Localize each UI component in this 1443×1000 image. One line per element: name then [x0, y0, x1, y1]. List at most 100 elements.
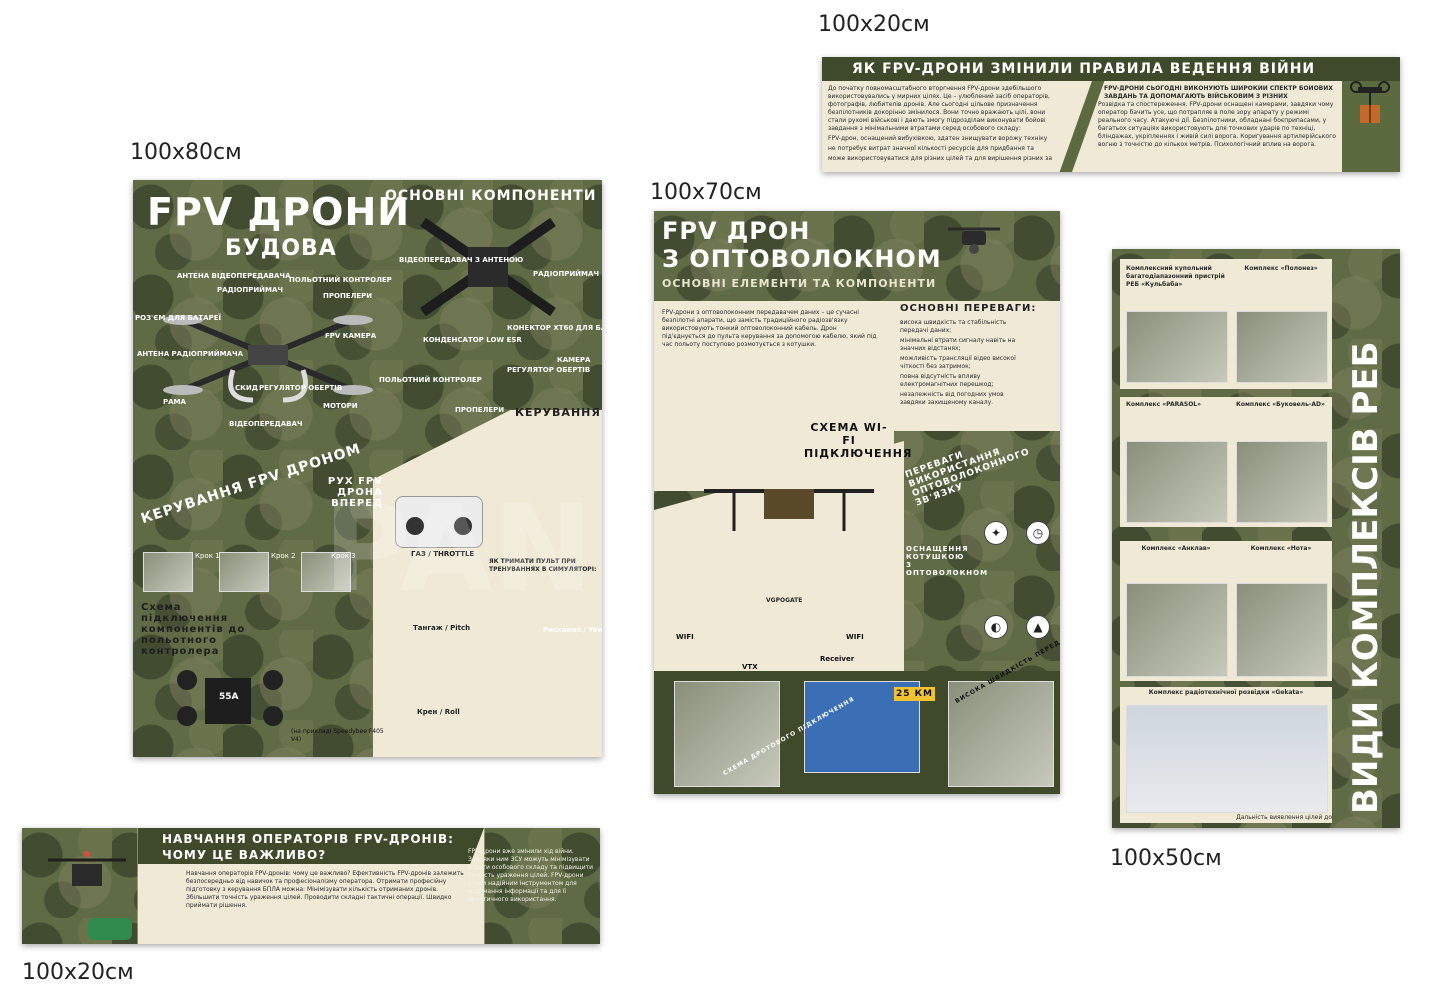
poster1-forward-header: РУХ FPV ДРОНА ВПЕРЕД: [327, 476, 383, 509]
vtx-box-label: VGPOGATE: [766, 597, 803, 604]
top-banner-title: ЯК FPV-ДРОНИ ЗМІНИЛИ ПРАВИЛА ВЕДЕННЯ ВІЙ…: [852, 61, 1316, 77]
fiber-drone-illustration: [694, 471, 884, 551]
step-2-label: Крок 2: [271, 552, 296, 560]
top-banner-point-3: може використовуватися для різних цілей …: [828, 155, 1052, 164]
wifi-label-1: WIFI: [676, 633, 694, 641]
bottom-banner-title-line2: ЧОМУ ЦЕ ВАЖЛИВО?: [162, 848, 327, 862]
reb-item-2: Комплекс «Полонез»: [1244, 265, 1318, 272]
wired-scheme-photo: [674, 681, 780, 787]
top-banner-point-1: FPV-дрон, оснащений вибухівкою, здатен з…: [828, 135, 1048, 144]
bottom-banner-title-line1: НАВЧАННЯ ОПЕРАТОРІВ FPV-ДРОНІВ:: [162, 832, 454, 846]
data-speed-photo: [948, 681, 1054, 787]
top-banner-left-text: До початку повномасштабного вторгнення F…: [828, 85, 1050, 132]
advantage-3: можливість трансляції відео високої чітк…: [900, 355, 1016, 370]
clock-icon: ◷: [1026, 521, 1050, 545]
reb-photo-4: [1236, 441, 1328, 523]
flight-controller-scheme: [173, 660, 293, 740]
bottom-banner-right-text: FPV-дрони вже змінили хід війни. Завдяки…: [468, 848, 594, 903]
poster2-diagonal-text: ПЕРЕВАГИ ВИКОРИСТАННЯ ОПТОВОЛОКОННОГО ЗВ…: [904, 447, 1032, 509]
reb-photo-2: [1236, 311, 1328, 383]
drone-frame-illustration: [413, 212, 563, 322]
step-2-photo: [219, 552, 269, 592]
label-esc-2: РЕГУЛЯТОР ОБЕРТІВ: [507, 366, 591, 374]
poster2-drone-icon: [944, 219, 1004, 259]
drone-package-icon: [1350, 79, 1390, 139]
advantage-5: незалежність від погодних умов завдяки з…: [900, 391, 1004, 406]
size-label-poster2: 100x70см: [650, 180, 762, 205]
bottom-banner: НАВЧАННЯ ОПЕРАТОРІВ FPV-ДРОНІВ: ЧОМУ ЦЕ …: [22, 828, 600, 944]
poster1-subtitle: БУДОВА: [225, 236, 337, 261]
step-1-label: Крок 1: [195, 552, 220, 560]
reb-item-3: Комплекс «PARASOL»: [1126, 401, 1202, 408]
step-1-photo: [143, 552, 193, 592]
reb-photo-3: [1126, 441, 1228, 523]
poster2-intro-text: FPV-дрони з оптоволоконним передавачем д…: [662, 309, 877, 348]
yaw-label: Рискання / Yaw: [543, 626, 602, 634]
top-banner: ЯК FPV-ДРОНИ ЗМІНИЛИ ПРАВИЛА ВЕДЕННЯ ВІЙ…: [822, 57, 1400, 172]
poster2-equip-header: ОСНАЩЕННЯ КОТУШКОЮ З ОПТОВОЛОКНОМ: [906, 545, 989, 577]
label-vtx-with-antenna: ВІДЕОПЕРЕДАВАЧ З АНТЕНОЮ: [399, 256, 524, 264]
label-xt60: КОНЕКТОР XT60 ДЛЯ БАТАРЕЇ: [507, 324, 602, 332]
reb-item-1: Комплексний купольний багатодіапазонний …: [1126, 265, 1225, 288]
size-label-poster3: 100x50см: [1110, 846, 1222, 871]
bottom-banner-left-text: Навчання операторів FPV-дронів: чому це …: [186, 870, 464, 909]
label-flight-controller-2: ПОЛЬОТНИЙ КОНТРОЛЕР: [379, 376, 482, 384]
poster2-title-line2: З ОПТОВОЛОКНОМ: [662, 245, 942, 273]
throttle-label: Газ / Throttle: [411, 550, 475, 558]
reb-photo-7: [1126, 705, 1328, 813]
label-receiver-antenna: АНТЕНА РАДІОПРИЙМАЧА: [137, 350, 244, 358]
roll-label: Крен / Roll: [417, 708, 460, 716]
reb-item-7: Комплекс радіотехнічної розвідки «Gekata…: [1148, 689, 1304, 696]
reb-item-6: Комплекс «Нота»: [1250, 545, 1312, 552]
distance-photo: [804, 681, 920, 773]
label-capacitor: КОНДЕНСАТОР LOW ESR: [423, 336, 522, 344]
top-banner-right-heading: FPV-ДРОНИ СЬОГОДНІ ВИКОНУЮТЬ ШИРОКИЙ СПЕ…: [1104, 85, 1333, 100]
ear-icon: ◐: [984, 615, 1008, 639]
bottom-banner-drone-icon: [42, 848, 132, 898]
remote-controller-illustration: [395, 496, 483, 548]
receiver-label: Receiver: [820, 655, 855, 663]
poster3-title: ВИДИ КОМПЛЕКСІВ РЕБ: [1346, 341, 1386, 814]
wifi-label-2: WIFI: [846, 633, 864, 641]
step-3-label: Крок 3: [331, 552, 356, 560]
label-skid: СКИД: [235, 384, 258, 392]
hold-header: ЯК ТРИМАТИ ПУЛЬТ ПРИ ТРЕНУВАННЯХ В СИМУЛ…: [489, 558, 597, 573]
step-3-photo: [301, 552, 351, 592]
label-vtx-antenna: АНТЕНА ВІДЕОПЕРЕДАВАЧА: [177, 272, 291, 280]
reb-photo-6: [1236, 583, 1328, 677]
label-vtx: ВІДЕОПЕРЕДАВАЧ: [229, 420, 303, 428]
label-battery-connector: РОЗ'ЄМ ДЛЯ БАТАРЕЇ: [135, 314, 222, 322]
reb-photo-5: [1126, 583, 1228, 677]
advantage-4: повна відсутність впливу електромагнітни…: [900, 373, 994, 388]
size-label-poster1: 100x80см: [130, 140, 242, 165]
poster-fpv-structure: FPV ДРОНИ БУДОВА ОСНОВНІ КОМПОНЕНТИ АНТЕ…: [133, 180, 602, 757]
poster-fpv-fiber: FPV ДРОН З ОПТОВОЛОКНОМ ОСНОВНІ ЕЛЕМЕНТИ…: [654, 211, 1060, 794]
poster2-title-line1: FPV ДРОН: [662, 217, 811, 245]
label-flight-controller: ПОЛЬОТНИЙ КОНТРОЛЕР: [289, 276, 392, 284]
label-motors: МОТОРИ: [323, 402, 358, 410]
label-receiver: РАДІОПРИЙМАЧ: [217, 286, 284, 294]
reb-photo-1: [1126, 311, 1228, 383]
vtx-label: VTX: [742, 663, 758, 671]
poster1-components-header: ОСНОВНІ КОМПОНЕНТИ: [385, 188, 597, 204]
label-propellers: ПРОПЕЛЕРИ: [323, 292, 373, 300]
poster1-scheme-header: Схема підключення компонентів до польотн…: [141, 602, 246, 657]
drone-structure-illustration: [163, 300, 373, 410]
label-receiver-with-antenna: РАДІОПРИЙМАЧ З АНТЕНОЮ: [533, 270, 602, 278]
poster2-subtitle: ОСНОВНІ ЕЛЕМЕНТИ ТА КОМПОНЕНТИ: [662, 277, 937, 290]
label-camera: КАМЕРА: [557, 356, 591, 364]
top-banner-right-text: Розвідка та спостереження. FPV-дрони осн…: [1098, 101, 1336, 148]
esc-rating-label: 55A: [219, 692, 239, 702]
poster2-advantages-panel: [894, 301, 1060, 431]
poster2-wifi-header: СХЕМА WI-FI ПІДКЛЮЧЕННЯ: [804, 421, 913, 460]
poster-reb-complexes: Комплексний купольний багатодіапазонний …: [1112, 249, 1400, 828]
reb-item-4: Комплекс «Буковель-AD»: [1236, 401, 1325, 408]
advantage-1: висока швидкість та стабільність передач…: [900, 319, 1007, 334]
poster1-control-section: [373, 410, 602, 757]
poster1-guidance-header: КЕРУВАННЯ ТА НАВЕДЕННЯ: [515, 406, 602, 419]
distance-badge: 25 КМ: [894, 687, 935, 701]
size-label-top-banner: 100x20см: [818, 12, 930, 37]
top-banner-point-2: не потребує витрат значної кількості рес…: [828, 145, 1034, 154]
scheme-note: (на прикладі Speedybee F405 V4): [291, 728, 384, 743]
poster2-advantages-header: ОСНОВНІ ПЕРЕВАГИ:: [900, 303, 1037, 314]
